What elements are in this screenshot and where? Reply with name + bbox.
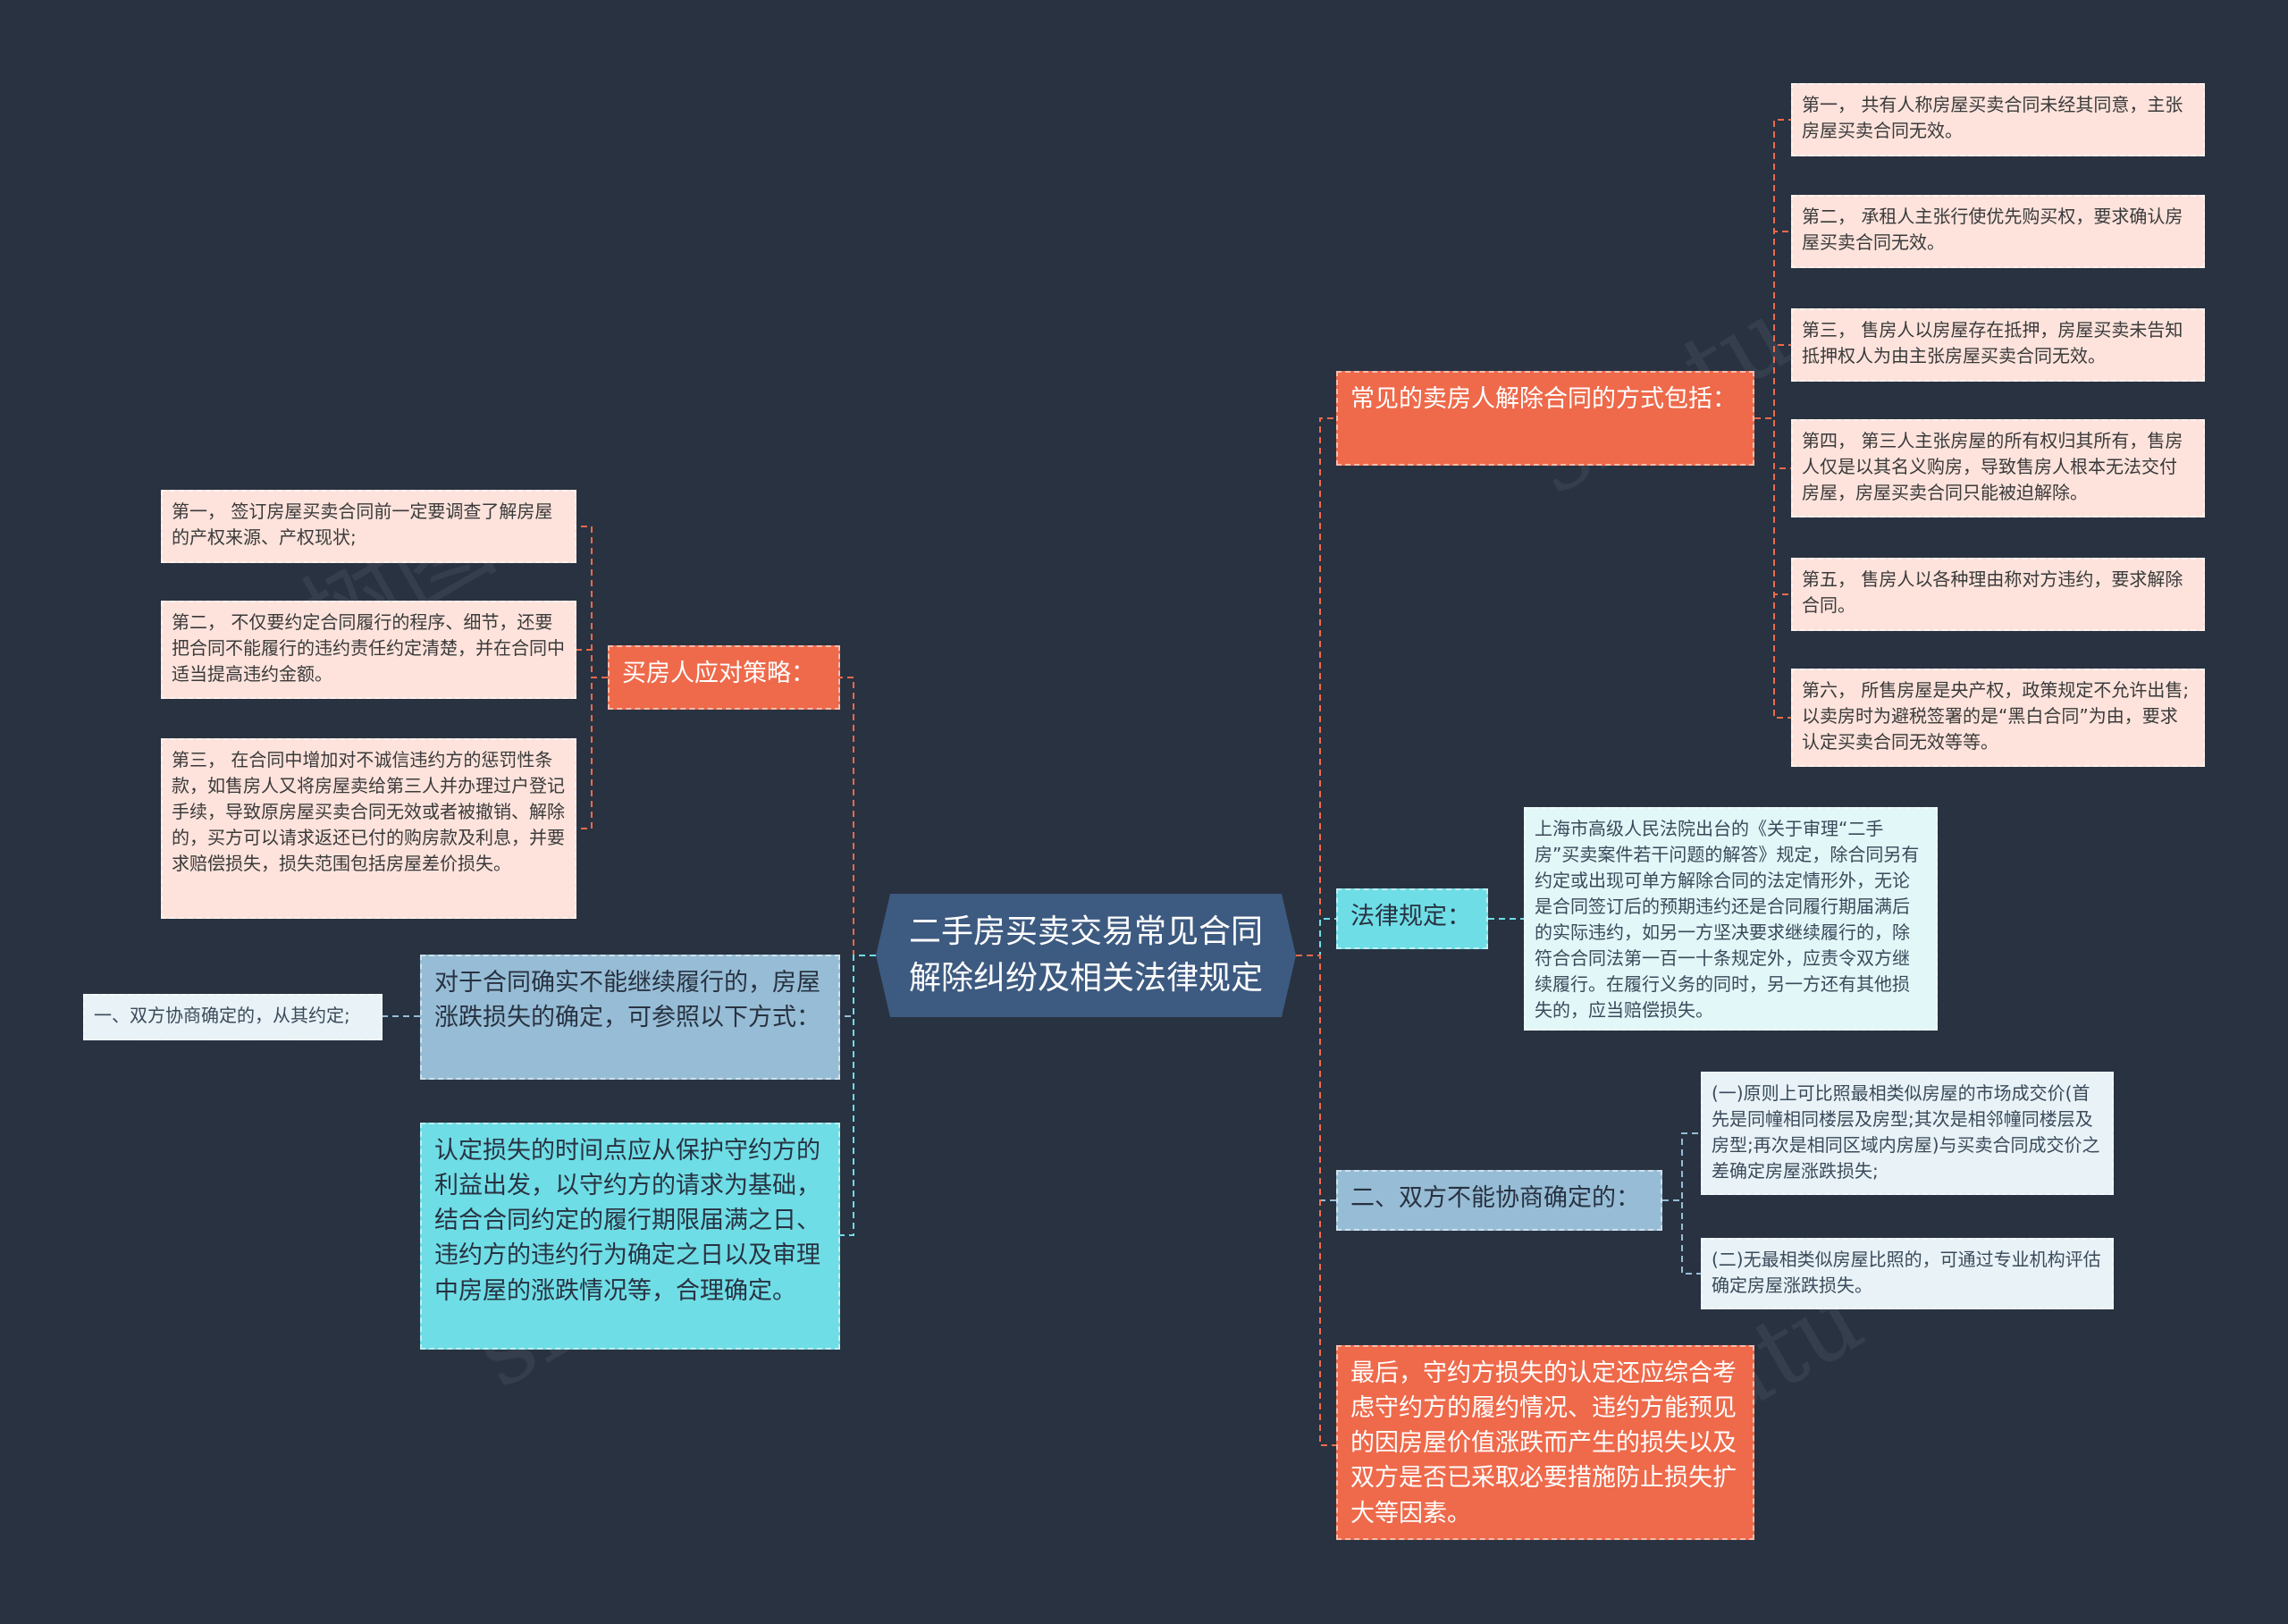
buyer-strategy-item-2[interactable]: 第二， 不仅要约定合同履行的程序、细节，还要把合同不能履行的违约责任约定清楚，并… [161,601,576,699]
buyer-strategy-item-3[interactable]: 第三， 在合同中增加对不诚信违约方的惩罚性条款，如售房人又将房屋卖给第三人并办理… [161,738,576,919]
leaf-text: 一、双方协商确定的，从其约定; [94,1005,350,1026]
leaf-text: 第三， 在合同中增加对不诚信违约方的惩罚性条款，如售房人又将房屋卖给第三人并办理… [172,749,565,874]
leaf-text: 上海市高级人民法院出台的《关于审理“二手房”买卖案件若干问题的解答》规定，除合同… [1535,818,1920,1021]
leaf-text: 第一， 共有人称房屋买卖合同未经其同意，主张房屋买卖合同无效。 [1802,94,2183,141]
leaf-text: 第六， 所售房屋是央产权，政策规定不允许出售;以卖房时为避税签署的是“黑白合同”… [1802,679,2190,753]
leaf-text: 第一， 签订房屋买卖合同前一定要调查了解房屋的产权来源、产权现状; [172,501,553,548]
leaf-text: 第二， 不仅要约定合同履行的程序、细节，还要把合同不能履行的违约责任约定清楚，并… [172,611,565,685]
seller-method-item-1[interactable]: 第一， 共有人称房屋买卖合同未经其同意，主张房屋买卖合同无效。 [1791,83,2205,156]
no-agreement-item-1[interactable]: (一)原则上可比照最相类似房屋的市场成交价(首先是同幢相同楼层及房型;其次是相邻… [1701,1072,2114,1195]
branch-no-agreement[interactable]: 二、双方不能协商确定的： [1336,1170,1662,1231]
legal-provision-shanghai[interactable]: 上海市高级人民法院出台的《关于审理“二手房”买卖案件若干问题的解答》规定，除合同… [1524,807,1938,1031]
branch-seller-methods[interactable]: 常见的卖房人解除合同的方式包括： [1336,371,1754,466]
branch-label: 二、双方不能协商确定的： [1350,1184,1640,1212]
loss-item-negotiated[interactable]: 一、双方协商确定的，从其约定; [83,994,383,1040]
branch-buyer-strategy[interactable]: 买房人应对策略： [608,645,840,710]
leaf-text: 第五， 售房人以各种理由称对方违约，要求解除合同。 [1802,568,2183,616]
leaf-text: 第四， 第三人主张房屋的所有权归其所有，售房人仅是以其名义购房，导致售房人根本无… [1802,430,2183,503]
buyer-strategy-item-1[interactable]: 第一， 签订房屋买卖合同前一定要调查了解房屋的产权来源、产权现状; [161,490,576,563]
branch-final-considerations[interactable]: 最后，守约方损失的认定还应综合考虑守约方的履约情况、违约方能预见的因房屋价值涨跌… [1336,1345,1754,1540]
branch-loss-time-point[interactable]: 认定损失的时间点应从保护守约方的利益出发，以守约方的请求为基础，结合合同约定的履… [420,1123,840,1350]
seller-method-item-6[interactable]: 第六， 所售房屋是央产权，政策规定不允许出售;以卖房时为避税签署的是“黑白合同”… [1791,669,2205,767]
branch-label: 最后，守约方损失的认定还应综合考虑守约方的履约情况、违约方能预见的因房屋价值涨跌… [1350,1359,1737,1527]
branch-label: 常见的卖房人解除合同的方式包括： [1350,385,1737,413]
no-agreement-item-2[interactable]: (二)无最相类似房屋比照的，可通过专业机构评估确定房屋涨跌损失。 [1701,1238,2114,1309]
branch-label: 认定损失的时间点应从保护守约方的利益出发，以守约方的请求为基础，结合合同约定的履… [434,1137,820,1305]
leaf-text: 第二， 承租人主张行使优先购买权，要求确认房屋买卖合同无效。 [1802,206,2183,253]
seller-method-item-2[interactable]: 第二， 承租人主张行使优先购买权，要求确认房屋买卖合同无效。 [1791,195,2205,268]
central-topic-text: 二手房买卖交易常见合同解除纠纷及相关法律规定 [908,913,1263,997]
branch-legal-provisions[interactable]: 法律规定： [1336,888,1488,949]
seller-method-item-5[interactable]: 第五， 售房人以各种理由称对方违约，要求解除合同。 [1791,558,2205,631]
branch-label: 法律规定： [1350,903,1471,930]
seller-method-item-4[interactable]: 第四， 第三人主张房屋的所有权归其所有，售房人仅是以其名义购房，导致售房人根本无… [1791,419,2205,517]
branch-loss-determination[interactable]: 对于合同确实不能继续履行的，房屋涨跌损失的确定，可参照以下方式： [420,955,840,1080]
seller-method-item-3[interactable]: 第三， 售房人以房屋存在抵押，房屋买卖未告知抵押权人为由主张房屋买卖合同无效。 [1791,308,2205,382]
central-topic[interactable]: 二手房买卖交易常见合同解除纠纷及相关法律规定 [876,894,1296,1017]
leaf-text: (二)无最相类似房屋比照的，可通过专业机构评估确定房屋涨跌损失。 [1712,1249,2101,1296]
leaf-text: (一)原则上可比照最相类似房屋的市场成交价(首先是同幢相同楼层及房型;其次是相邻… [1712,1082,2100,1182]
branch-label: 买房人应对策略： [622,660,815,687]
branch-label: 对于合同确实不能继续履行的，房屋涨跌损失的确定，可参照以下方式： [434,969,820,1032]
leaf-text: 第三， 售房人以房屋存在抵押，房屋买卖未告知抵押权人为由主张房屋买卖合同无效。 [1802,319,2183,366]
